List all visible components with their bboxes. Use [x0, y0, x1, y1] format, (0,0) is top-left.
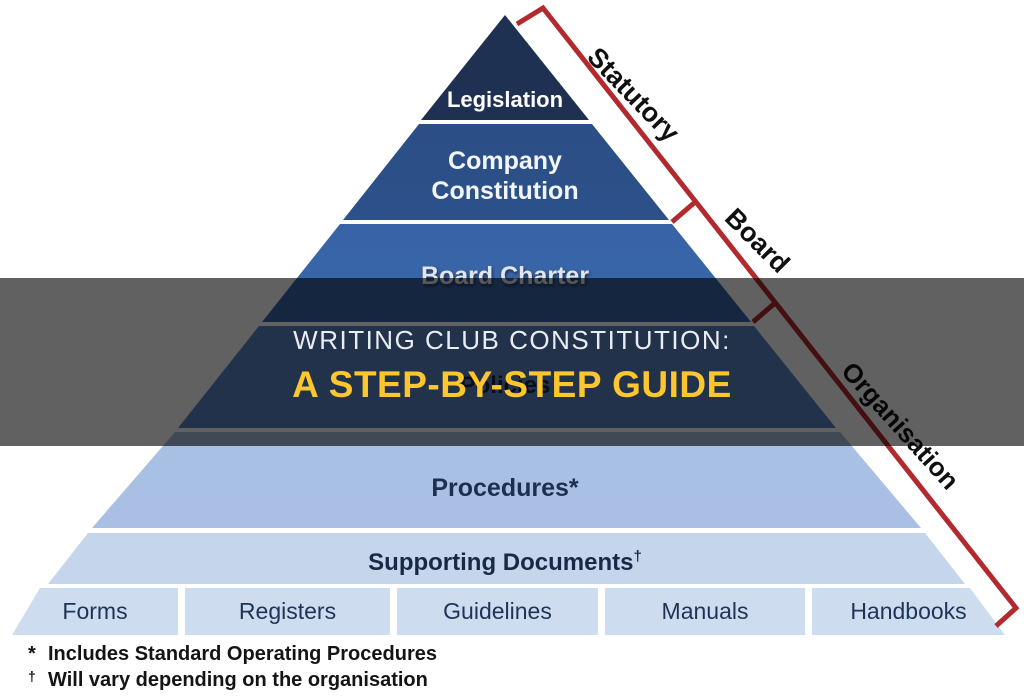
box-guidelines: Guidelines	[397, 588, 598, 635]
banner-title-line2: A STEP-BY-STEP GUIDE	[292, 364, 732, 405]
layer-label-company-constitution: Company Constitution	[431, 147, 579, 205]
footnote-text: Includes Standard Operating Procedures	[48, 643, 437, 665]
dagger-marker: †	[28, 668, 36, 684]
box-handbooks: Handbooks	[812, 588, 1005, 635]
box-forms: Forms	[12, 588, 178, 635]
box-registers: Registers	[185, 588, 390, 635]
asterisk-marker: *	[28, 643, 36, 665]
banner-overlay	[0, 278, 1024, 446]
footnote-procedures: * Includes Standard Operating Procedures	[28, 641, 437, 667]
footnotes: * Includes Standard Operating Procedures…	[28, 641, 437, 694]
layer-label-supporting-documents: Supporting Documents†	[368, 548, 642, 576]
banner-title-line1: WRITING CLUB CONSTITUTION:	[293, 325, 731, 355]
layer-label-procedures: Procedures*	[431, 474, 579, 502]
footnote-text: Will vary depending on the organisation	[48, 669, 428, 691]
box-manuals: Manuals	[605, 588, 805, 635]
footnote-supporting-documents: † Will vary depending on the organisatio…	[28, 667, 437, 694]
layer-label-legislation: Legislation	[446, 87, 564, 112]
dagger-marker: †	[633, 548, 642, 565]
